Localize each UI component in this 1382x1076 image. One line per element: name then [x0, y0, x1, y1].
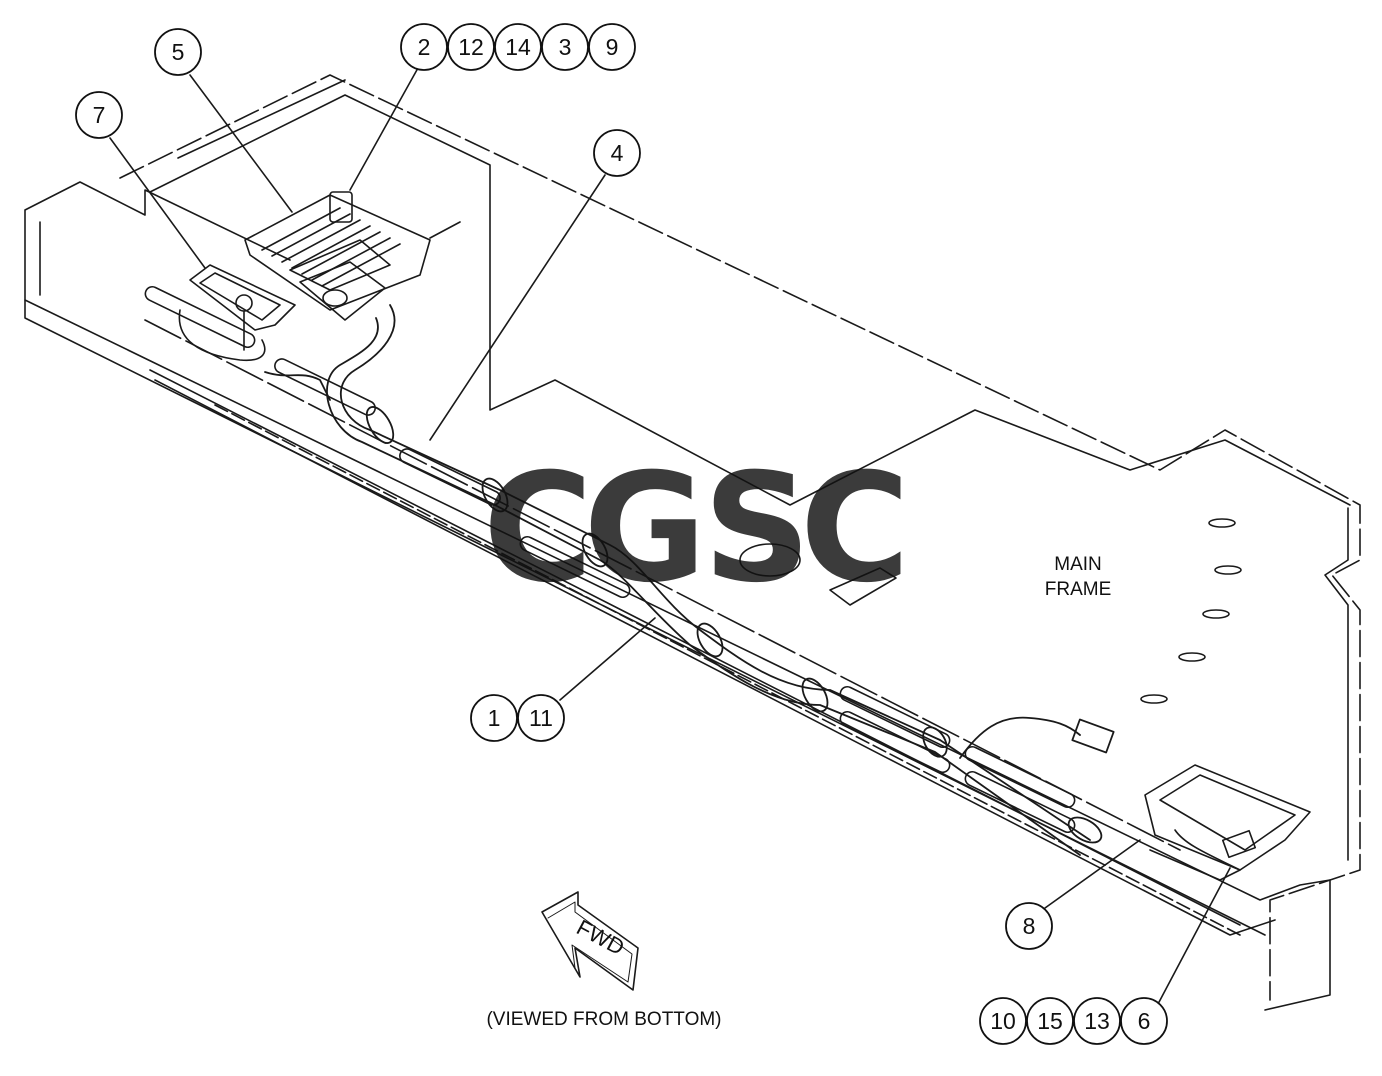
balloon-2: 2: [418, 34, 431, 60]
rear-module: [1144, 764, 1311, 881]
balloon-circle-3: [541, 23, 589, 71]
balloon-circle-8: [1005, 902, 1053, 950]
frame-label-line2: FRAME: [1045, 579, 1112, 600]
balloons: [75, 23, 1168, 1045]
balloon-circle-15: [1026, 997, 1074, 1045]
balloon-circle-5: [154, 28, 202, 76]
balloon-3: 3: [559, 34, 572, 60]
view-note: (VIEWED FROM BOTTOM): [486, 1009, 721, 1030]
main-frame-inner-edge: [149, 94, 1351, 506]
bracket-plate: [178, 264, 296, 362]
balloon-10: 10: [990, 1008, 1016, 1034]
balloon-8: 8: [1023, 913, 1036, 939]
watermark-letter-3: S: [703, 442, 811, 616]
balloon-circle-13: [1073, 997, 1121, 1045]
balloon-9: 9: [606, 34, 619, 60]
fwd-arrow: [541, 891, 639, 991]
frame-holes: [739, 518, 1242, 704]
balloon-circle-14: [494, 23, 542, 71]
watermark: C G S C: [483, 442, 910, 616]
balloon-4: 4: [611, 140, 624, 166]
balloon-15: 15: [1037, 1008, 1063, 1034]
balloon-5: 5: [172, 39, 185, 65]
balloon-13: 13: [1084, 1008, 1110, 1034]
main-harness: [264, 304, 1115, 856]
balloon-circle-4: [593, 129, 641, 177]
balloon-1: 1: [488, 705, 501, 731]
balloon-14: 14: [505, 34, 531, 60]
balloon-circle-12: [447, 23, 495, 71]
watermark-letter-1: C: [483, 442, 593, 616]
balloon-7: 7: [93, 102, 106, 128]
balloon-circle-10: [979, 997, 1027, 1045]
heat-sink-module: [244, 191, 461, 321]
watermark-letter-4: C: [800, 442, 910, 616]
frame-label-line1: MAIN: [1054, 554, 1102, 575]
balloon-circle-9: [588, 23, 636, 71]
balloon-12: 12: [458, 34, 484, 60]
balloon-circle-1: [470, 694, 518, 742]
balloon-11: 11: [529, 705, 553, 731]
balloon-circle-6: [1120, 997, 1168, 1045]
balloon-circle-11: [517, 694, 565, 742]
balloon-circle-7: [75, 91, 123, 139]
watermark-letter-2: G: [583, 442, 706, 616]
balloon-circle-2: [400, 23, 448, 71]
leader-lines: [109, 67, 1231, 1005]
balloon-6: 6: [1138, 1008, 1151, 1034]
